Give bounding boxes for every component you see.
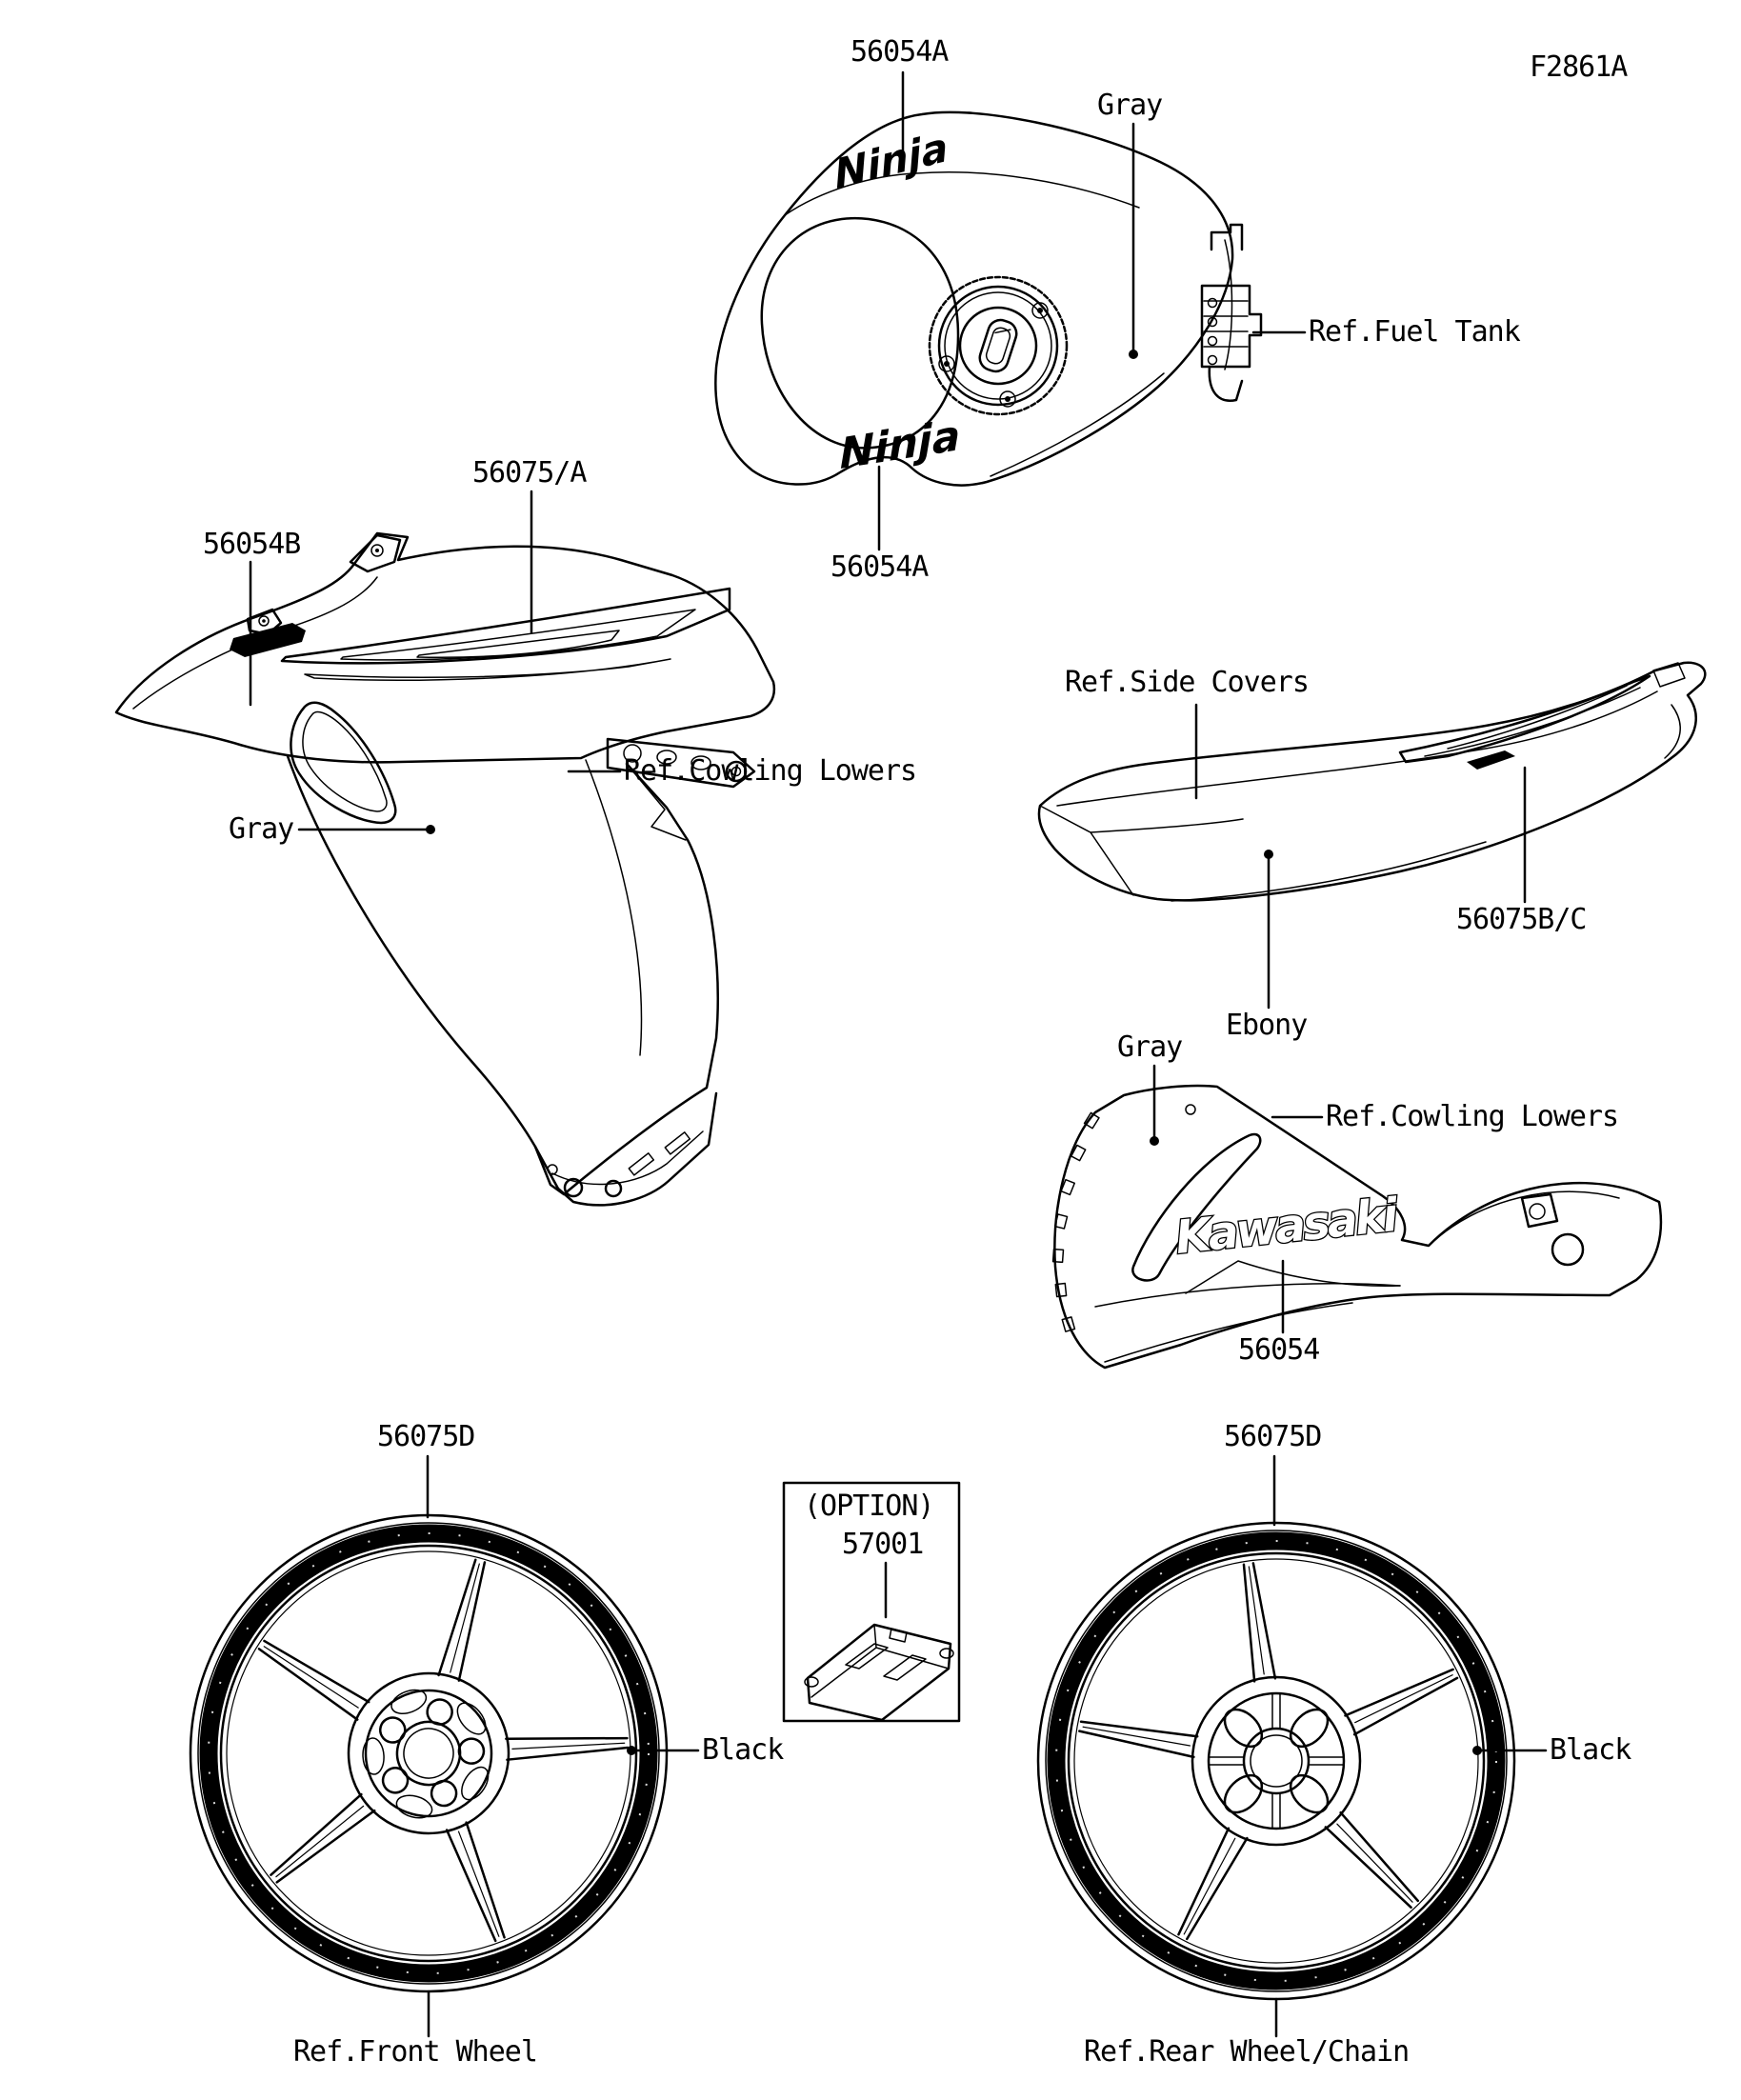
label-gray-tank: Gray (1097, 89, 1163, 122)
option-box (782, 1481, 961, 1723)
tank-seam-line (784, 171, 1140, 216)
upper-cowling-mount-rail (606, 737, 756, 789)
side-cover-stripe-decal (1398, 674, 1651, 770)
rear-wheel-drawing (1036, 1521, 1516, 2001)
option-part-drawing (804, 1623, 954, 1722)
label-56054b: 56054B (203, 528, 301, 561)
lower-cowling-outline (1053, 1084, 1663, 1370)
cowling-lower-panel (286, 701, 719, 1207)
label-57001: 57001 (842, 1528, 924, 1561)
label-56075d-rear: 56075D (1224, 1420, 1322, 1453)
tank-outline (714, 110, 1234, 487)
swoosh-decal (280, 587, 731, 681)
label-option-title: (OPTION) (804, 1490, 934, 1523)
lower-cowling-teeth (1051, 1104, 1196, 1332)
model-emblem-decal (230, 623, 306, 657)
tank-rear-contour (990, 372, 1165, 477)
rear-wheel-hub (1191, 1675, 1362, 1847)
belly-foot-bracket (533, 1091, 718, 1207)
label-ref-front-wheel: Ref.Front Wheel (293, 2035, 538, 2069)
label-56075bc: 56075B/C (1456, 903, 1587, 936)
leader-lines (249, 70, 1548, 2038)
label-56054a-bottom: 56054A (830, 550, 929, 584)
belly-outline (286, 754, 719, 1196)
fuel-tank-drawing: Ninja Ninja (714, 110, 1263, 487)
upper-cowling-drawing (114, 531, 776, 1207)
label-56054a-top: 56054A (850, 35, 949, 69)
label-gray-left: Gray (229, 812, 294, 846)
upper-cowling-outline (114, 531, 776, 764)
label-56075d-front: 56075D (377, 1420, 475, 1453)
fuel-cap (928, 275, 1069, 416)
label-ref-fuel-tank: Ref.Fuel Tank (1309, 315, 1521, 349)
label-ref-cowling-left: Ref.Cowling Lowers (624, 754, 917, 788)
label-black-front: Black (702, 1733, 784, 1767)
ninja-decal-top: Ninja (832, 123, 951, 198)
label-56075a: 56075/A (472, 456, 587, 490)
tank-inner-panel (760, 216, 960, 450)
side-cover-outline (1037, 661, 1707, 902)
front-wheel-spokes (257, 1558, 630, 1943)
label-56054: 56054 (1238, 1333, 1320, 1367)
side-cover-drawing (1037, 661, 1707, 902)
label-ref-rear-wheel: Ref.Rear Wheel/Chain (1084, 2035, 1410, 2069)
front-wheel-drawing (189, 1513, 669, 1993)
label-gray-lower: Gray (1117, 1030, 1183, 1064)
page-code: F2861A (1530, 50, 1628, 84)
lower-cowling-sliver-decal (1131, 1132, 1262, 1282)
label-ref-cowling-right: Ref.Cowling Lowers (1326, 1100, 1619, 1133)
tank-bracket (1200, 223, 1263, 402)
label-ebony: Ebony (1226, 1009, 1308, 1042)
label-black-rear: Black (1550, 1733, 1631, 1767)
front-wheel-hub (347, 1671, 510, 1835)
rear-wheel-spokes (1078, 1562, 1459, 1941)
kawasaki-logo: Kawasaki (1172, 1189, 1401, 1265)
ninja-decal-bottom: Ninja (839, 411, 960, 479)
label-ref-side-covers: Ref.Side Covers (1065, 666, 1310, 699)
